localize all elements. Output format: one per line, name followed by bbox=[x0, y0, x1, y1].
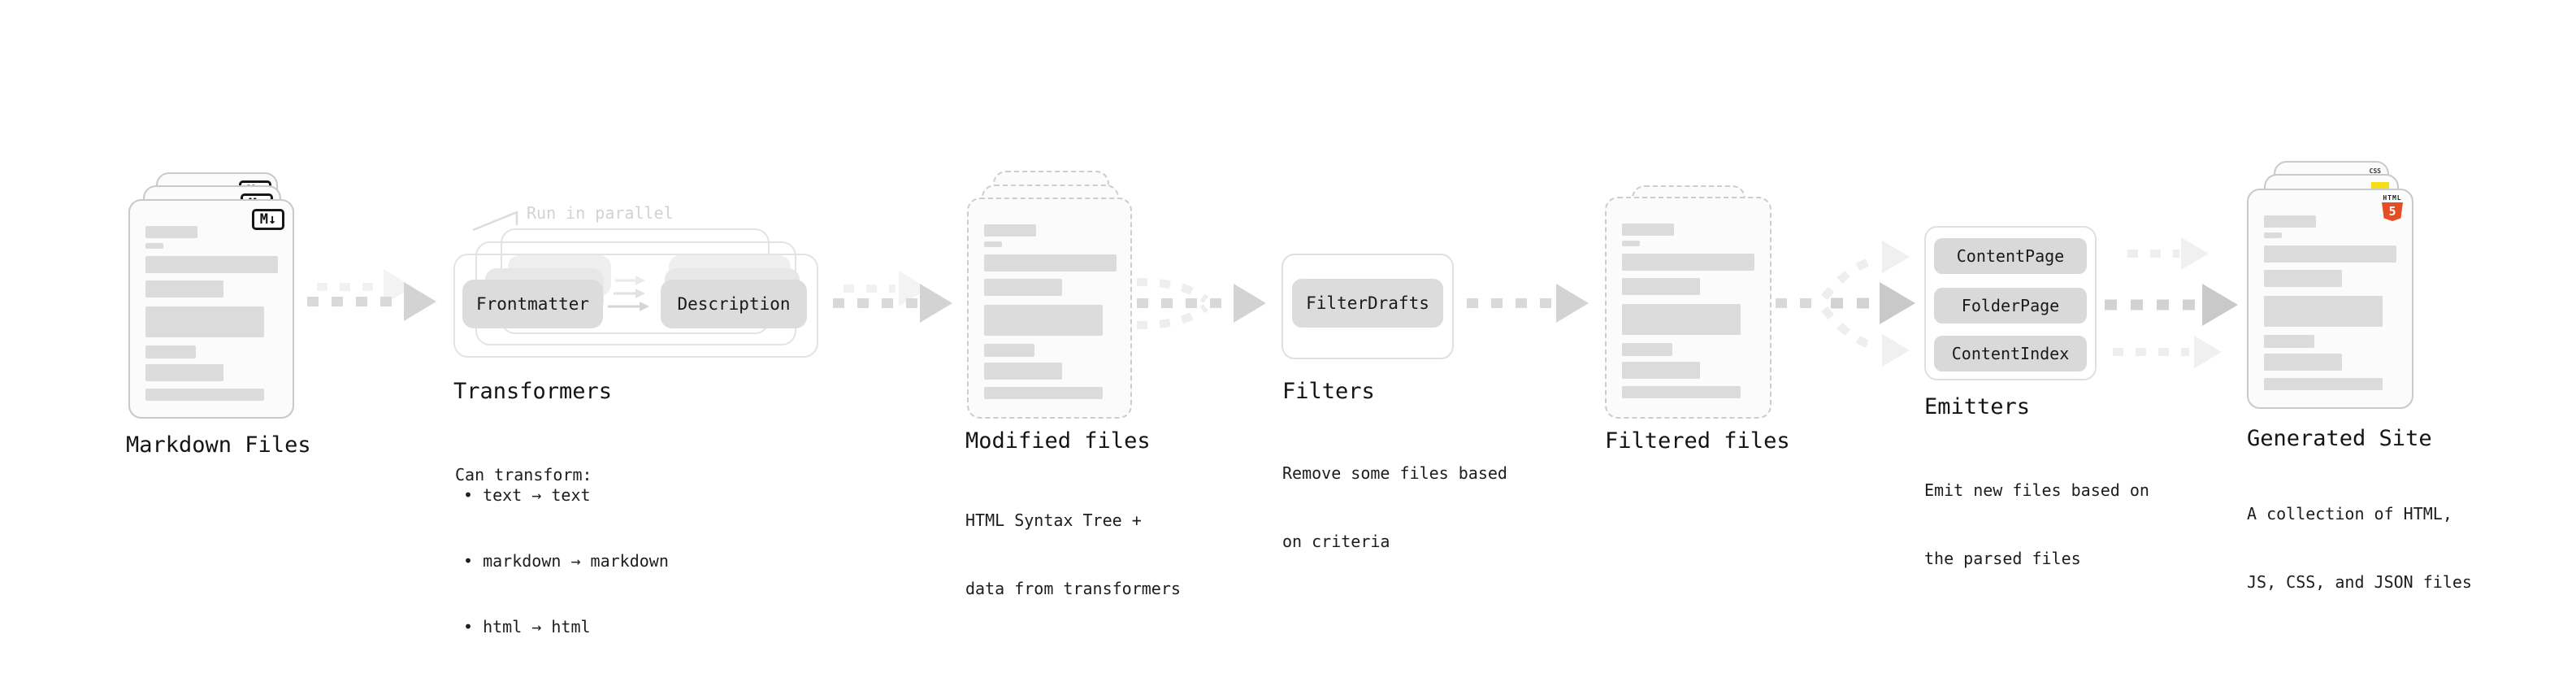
html5-icon: HTML 5 bbox=[2382, 194, 2403, 221]
doc-text-bar bbox=[2264, 245, 2396, 263]
bullet-item: • html → html bbox=[463, 617, 591, 636]
doc-text-bar bbox=[1622, 278, 1700, 295]
transformer-layer-front bbox=[453, 254, 818, 358]
description-line: the parsed files bbox=[1924, 549, 2081, 568]
bullet-item: • text → text bbox=[463, 485, 591, 505]
description-line: Remove some files based bbox=[1282, 463, 1507, 483]
transformers-label: Transformers bbox=[453, 379, 613, 404]
doc-text-bar bbox=[2264, 215, 2316, 228]
doc-text-bar bbox=[2264, 378, 2383, 390]
filtered-file-page-front bbox=[1605, 197, 1772, 419]
doc-text-bar bbox=[1622, 343, 1672, 356]
bullet-item: • markdown → markdown bbox=[463, 551, 669, 571]
doc-text-bar bbox=[145, 389, 264, 401]
arrow-filtered-to-emitters bbox=[1776, 241, 1915, 367]
description-line: on criteria bbox=[1282, 532, 1390, 551]
doc-text-bar bbox=[145, 306, 264, 337]
doc-text-bar bbox=[145, 364, 223, 381]
doc-text-bar bbox=[145, 280, 223, 298]
filters-description: Remove some files based on criteria bbox=[1282, 416, 1507, 598]
doc-text-bar bbox=[145, 345, 196, 358]
emitters-description: Emit new files based on the parsed files bbox=[1924, 433, 2149, 615]
run-in-parallel-annotation: Run in parallel bbox=[527, 203, 674, 223]
doc-text-bar bbox=[984, 387, 1103, 399]
can-transform-title: Can transform: bbox=[455, 465, 592, 484]
contentpage-pill: ContentPage bbox=[1934, 238, 2087, 274]
emitters-label: Emitters bbox=[1924, 394, 2031, 419]
doc-text-bar bbox=[145, 226, 197, 238]
frontmatter-pill: Frontmatter bbox=[462, 280, 603, 328]
doc-text-bar bbox=[2264, 296, 2383, 327]
arrow-transformers-to-modified bbox=[833, 271, 952, 323]
modified-files-description: HTML Syntax Tree + data from transformer… bbox=[965, 463, 1181, 645]
doc-text-bar bbox=[984, 279, 1062, 296]
doc-text-bar bbox=[2264, 335, 2314, 348]
markdown-file-page-front: M↓ bbox=[128, 199, 294, 419]
doc-text-bar bbox=[1622, 254, 1754, 271]
doc-text-bar bbox=[145, 243, 163, 249]
doc-text-bar bbox=[984, 305, 1103, 336]
filterdrafts-pill: FilterDrafts bbox=[1292, 279, 1443, 328]
arrow-markdown-to-transformers bbox=[307, 269, 436, 321]
doc-text-bar bbox=[984, 254, 1117, 271]
doc-text-bar bbox=[984, 241, 1002, 247]
arrow-modified-to-filters bbox=[1136, 278, 1266, 329]
markdown-icon: M↓ bbox=[252, 209, 284, 230]
generated-page-html: HTML 5 bbox=[2247, 189, 2413, 409]
doc-text-bar bbox=[984, 224, 1036, 237]
html5-shield: 5 bbox=[2382, 202, 2403, 221]
doc-text-bar bbox=[1622, 362, 1700, 379]
doc-text-bar bbox=[984, 344, 1034, 357]
markdown-files-label: Markdown Files bbox=[126, 432, 311, 458]
arrow-filters-to-filtered bbox=[1467, 284, 1589, 323]
description-line: data from transformers bbox=[965, 579, 1181, 598]
doc-text-bar bbox=[2264, 270, 2342, 287]
description-line: JS, CSS, and JSON files bbox=[2247, 572, 2472, 592]
description-line: HTML Syntax Tree + bbox=[965, 510, 1142, 530]
modified-files-label: Modified files bbox=[965, 428, 1151, 454]
doc-text-bar bbox=[145, 256, 278, 273]
run-in-parallel-connector bbox=[472, 211, 518, 232]
filtered-files-label: Filtered files bbox=[1605, 428, 1790, 454]
description-line: Emit new files based on bbox=[1924, 480, 2149, 500]
description-line: A collection of HTML, bbox=[2247, 504, 2452, 523]
transformers-description: Can transform: bbox=[455, 418, 592, 532]
contentindex-pill: ContentIndex bbox=[1934, 336, 2087, 371]
doc-text-bar bbox=[2264, 232, 2282, 238]
doc-text-bar bbox=[1622, 224, 1674, 236]
folderpage-pill: FolderPage bbox=[1934, 288, 2087, 324]
doc-text-bar bbox=[984, 363, 1062, 380]
html5-word: HTML bbox=[2383, 194, 2402, 202]
arrow-emitters-to-generated bbox=[2105, 237, 2238, 368]
doc-text-bar bbox=[1622, 304, 1741, 335]
generated-site-label: Generated Site bbox=[2247, 426, 2432, 451]
doc-text-bar bbox=[1622, 241, 1640, 246]
generated-site-description: A collection of HTML, JS, CSS, and JSON … bbox=[2247, 457, 2472, 639]
modified-file-page-front bbox=[967, 198, 1132, 419]
doc-text-bar bbox=[1622, 386, 1741, 398]
doc-text-bar bbox=[2264, 354, 2342, 371]
description-pill: Description bbox=[661, 280, 807, 328]
filters-label: Filters bbox=[1282, 379, 1375, 404]
transformers-bullet-list: • text → text • markdown → markdown • ht… bbox=[463, 441, 669, 682]
